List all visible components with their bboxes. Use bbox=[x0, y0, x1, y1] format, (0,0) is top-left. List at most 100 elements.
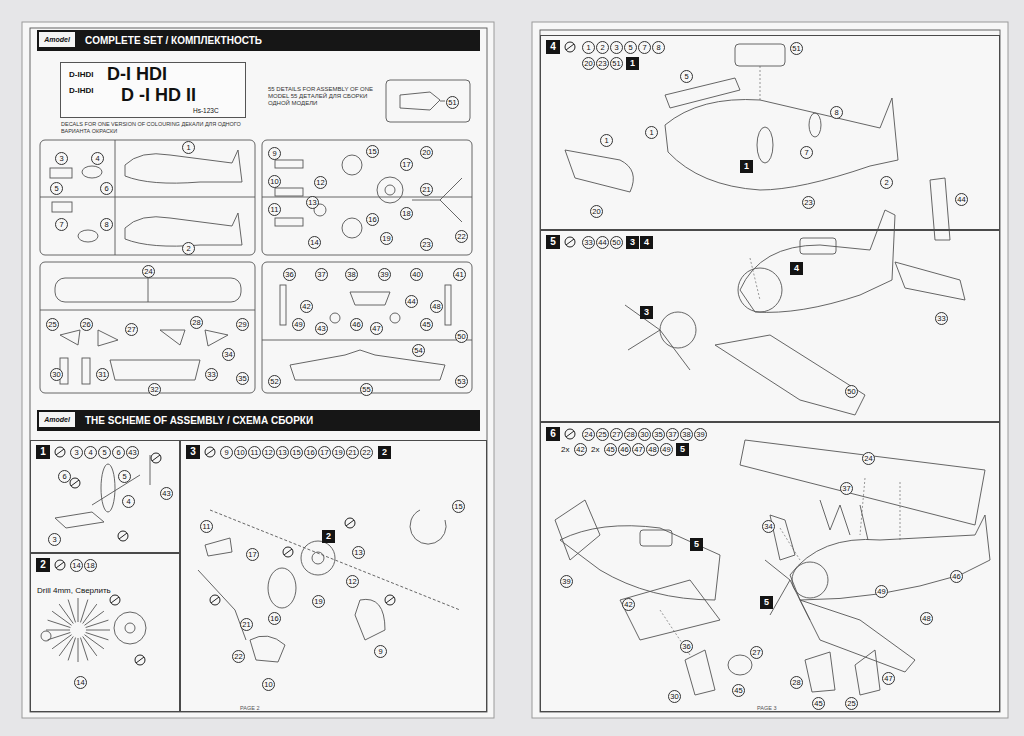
callout-number: 17 bbox=[400, 158, 413, 171]
callout-number: 15 bbox=[290, 446, 303, 459]
line-art bbox=[820, 500, 868, 540]
line-art bbox=[386, 80, 470, 122]
line-art bbox=[566, 431, 574, 437]
callout-number: 1 bbox=[182, 141, 195, 154]
line-art bbox=[46, 598, 110, 662]
callout-number: 5 bbox=[118, 470, 131, 483]
line-art bbox=[52, 635, 71, 649]
line-art bbox=[665, 78, 740, 108]
callout-number: 10 bbox=[268, 175, 281, 188]
callout-number: 5 bbox=[680, 70, 693, 83]
callout-number: 22 bbox=[360, 446, 373, 459]
callout-number: 51 bbox=[610, 57, 623, 70]
line-art bbox=[55, 42, 575, 665]
line-art bbox=[342, 155, 362, 175]
line-art bbox=[55, 447, 65, 457]
line-art bbox=[40, 140, 255, 255]
subassembly-mark: 2 bbox=[378, 446, 391, 459]
callout-number: 13 bbox=[306, 196, 319, 209]
subassembly-mark: 5 bbox=[676, 443, 689, 456]
subassembly-mark: 3 bbox=[626, 236, 639, 249]
callout-number: 9 bbox=[268, 147, 281, 160]
decal-marking: D-IHDI bbox=[69, 70, 93, 79]
callout-number: 31 bbox=[96, 368, 109, 381]
line-art bbox=[555, 500, 600, 560]
step-number: 4 bbox=[546, 40, 560, 54]
callout-number: 12 bbox=[346, 575, 359, 588]
callout-number: 42 bbox=[622, 598, 635, 611]
line-art bbox=[735, 44, 785, 66]
line-art bbox=[68, 638, 75, 661]
line-art bbox=[620, 580, 720, 640]
line-art bbox=[757, 127, 773, 163]
subassembly-mark: 1 bbox=[740, 160, 753, 173]
line-art bbox=[205, 447, 215, 457]
line-art bbox=[59, 636, 73, 655]
callout-number: 44 bbox=[405, 295, 418, 308]
callout-number: 25 bbox=[845, 697, 858, 710]
callout-number: 10 bbox=[234, 446, 247, 459]
callout-number: 2 bbox=[182, 242, 195, 255]
callout-number: 45 bbox=[812, 697, 825, 710]
line-art bbox=[22, 22, 1008, 718]
line-art bbox=[80, 600, 87, 623]
callout-number: 29 bbox=[236, 318, 249, 331]
callout-number: 14 bbox=[308, 236, 321, 249]
line-art bbox=[211, 597, 219, 603]
callout-number: 43 bbox=[126, 446, 139, 459]
callout-number: 40 bbox=[410, 268, 423, 281]
line-art bbox=[151, 453, 161, 463]
subassembly-mark: 5 bbox=[690, 538, 703, 551]
line-art bbox=[685, 650, 715, 695]
callout-number: 44 bbox=[596, 236, 609, 249]
callout-number: 33 bbox=[582, 236, 595, 249]
line-art bbox=[390, 313, 400, 323]
step-panel: 5 bbox=[540, 230, 1000, 422]
callout-number: 54 bbox=[412, 344, 425, 357]
callout-number: 19 bbox=[332, 446, 345, 459]
callout-number: 4 bbox=[91, 152, 104, 165]
line-art bbox=[119, 533, 127, 539]
line-art bbox=[80, 638, 87, 661]
callout-number: 21 bbox=[420, 183, 433, 196]
callout-number: 9 bbox=[374, 645, 387, 658]
subassembly-mark: 4 bbox=[790, 262, 803, 275]
line-art bbox=[268, 568, 296, 608]
callout-number: 32 bbox=[148, 383, 161, 396]
callout-number: 21 bbox=[346, 446, 359, 459]
line-art bbox=[780, 528, 800, 560]
callout-number: 45 bbox=[604, 443, 617, 456]
callout-number: 46 bbox=[350, 318, 363, 331]
callout-number: 3 bbox=[610, 41, 623, 54]
callout-number: 17 bbox=[318, 446, 331, 459]
line-art bbox=[565, 150, 633, 192]
callout-number: 11 bbox=[248, 446, 261, 459]
line-art bbox=[385, 185, 395, 195]
section-title: COMPLETE SET / КОМПЛЕКТНОСТЬ bbox=[85, 30, 262, 51]
callout-number: 5 bbox=[624, 41, 637, 54]
callout-number: 19 bbox=[312, 595, 325, 608]
line-art bbox=[84, 635, 103, 649]
line-art bbox=[740, 440, 985, 525]
step-number: 3 bbox=[186, 445, 200, 459]
line-art bbox=[152, 455, 160, 461]
line-art bbox=[440, 101, 445, 102]
line-art bbox=[750, 258, 760, 300]
line-art bbox=[262, 197, 472, 198]
line-art bbox=[312, 552, 324, 564]
line-art bbox=[110, 595, 120, 605]
line-art bbox=[52, 611, 71, 625]
line-art bbox=[385, 595, 395, 605]
callout-number: 28 bbox=[790, 676, 803, 689]
line-art bbox=[715, 335, 865, 415]
callout-number: 20 bbox=[590, 205, 603, 218]
line-art bbox=[40, 262, 255, 393]
line-art bbox=[83, 604, 97, 623]
line-art bbox=[625, 305, 690, 370]
line-art bbox=[283, 547, 293, 557]
callout-number: 19 bbox=[380, 232, 393, 245]
callout-number: 1 bbox=[600, 134, 613, 147]
decal-marking: D-IHDI bbox=[69, 86, 93, 95]
line-art bbox=[377, 177, 403, 203]
page-number: PAGE 2 bbox=[240, 705, 259, 711]
